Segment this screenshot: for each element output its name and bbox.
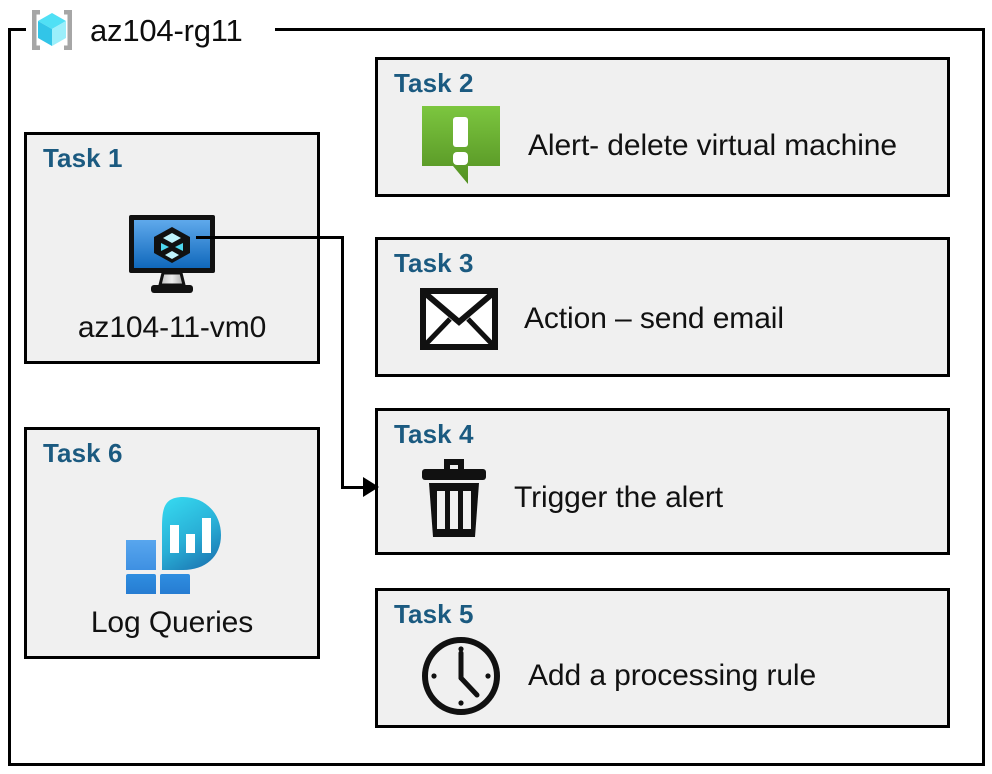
task-card-3[interactable]: Task 3 Action – send email: [375, 237, 950, 377]
task-card-4[interactable]: Task 4 Trigger the alert: [375, 408, 950, 555]
task-4-caption: Trigger the alert: [514, 481, 723, 514]
task-card-6[interactable]: Task 6: [24, 427, 320, 659]
resource-group-frame: [8, 28, 985, 766]
task-card-2[interactable]: Task 2 Alert- delete virtual machine: [375, 57, 950, 197]
virtual-machine-icon: [123, 211, 221, 299]
task-1-label: Task 1: [43, 143, 123, 173]
frame-top-left-segment: [8, 28, 32, 31]
azure-resource-group-icon: [26, 6, 78, 54]
task-3-label: Task 3: [394, 248, 474, 278]
task-1-caption: az104-11-vm0: [77, 311, 267, 344]
arrowhead-right-icon: [363, 477, 379, 497]
envelope-icon: [420, 288, 498, 350]
task-2-caption: Alert- delete virtual machine: [528, 129, 897, 162]
task-4-label: Task 4: [394, 419, 474, 449]
task-card-1[interactable]: Task 1: [24, 132, 320, 364]
connector-segment-vertical: [341, 236, 344, 487]
resource-group-header: az104-rg11: [26, 4, 253, 56]
clock-icon: [420, 635, 502, 717]
connector-segment-horizontal-bottom: [341, 486, 367, 489]
alert-bubble-icon: [420, 104, 502, 188]
resource-group-title: az104-rg11: [90, 12, 243, 48]
task-6-caption: Log Queries: [90, 606, 254, 639]
task-card-5[interactable]: Task 5 Add a processing rule: [375, 588, 950, 728]
trash-can-icon: [420, 457, 488, 539]
task-2-label: Task 2: [394, 68, 474, 98]
task-5-label: Task 5: [394, 599, 474, 629]
task-6-label: Task 6: [43, 438, 123, 468]
task-3-caption: Action – send email: [524, 302, 784, 335]
frame-top-right-segment: [275, 28, 985, 31]
log-analytics-icon: [117, 494, 227, 600]
task-5-caption: Add a processing rule: [528, 659, 817, 692]
connector-segment-horizontal-top: [196, 236, 344, 239]
